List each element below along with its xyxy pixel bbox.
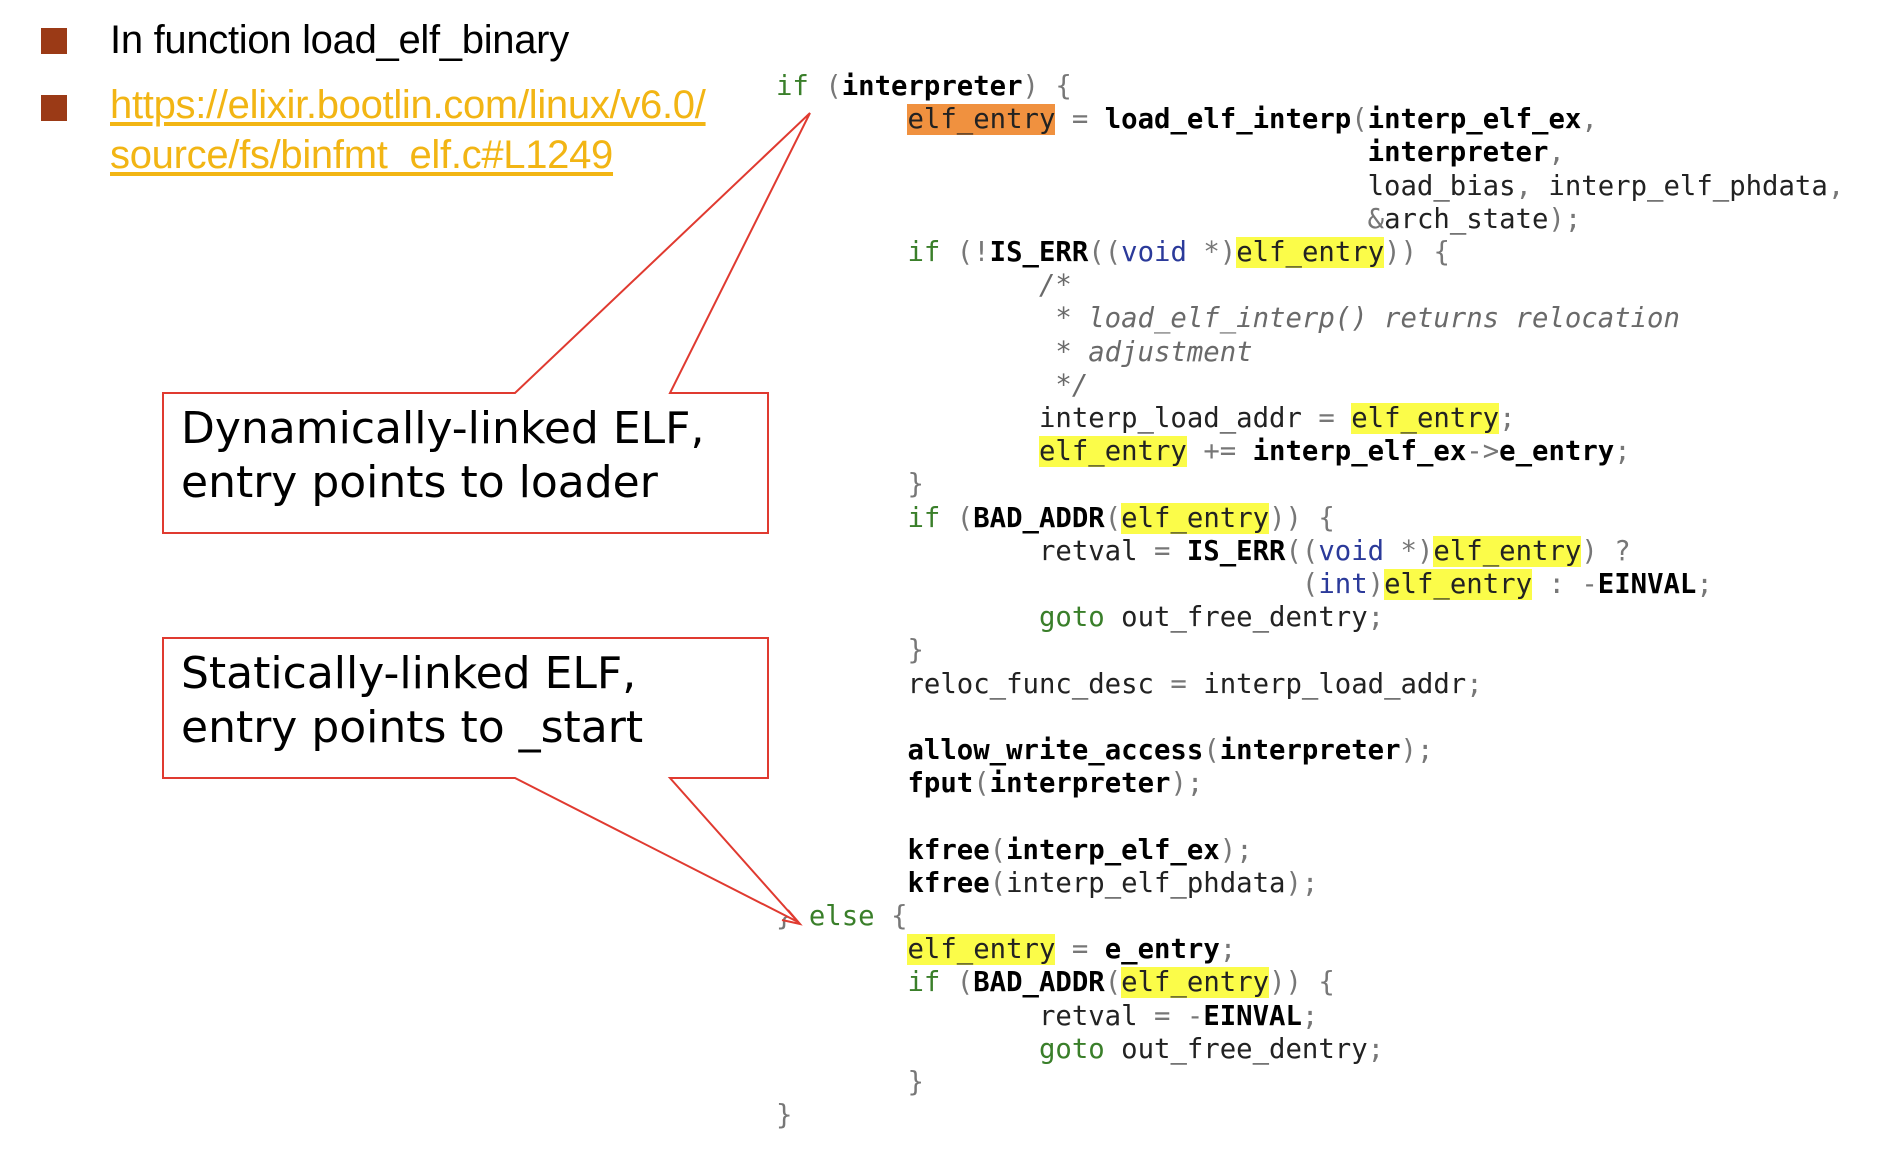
source-link[interactable]: https://elixir.bootlin.com/linux/v6.0/ s… bbox=[110, 80, 706, 180]
callout-dynamic-line1: Dynamically-linked ELF, bbox=[181, 403, 705, 454]
callout-static-shape bbox=[162, 637, 799, 923]
arrow-tip bbox=[781, 909, 803, 926]
source-link-line2: source/fs/binfmt_elf.c#L1249 bbox=[110, 133, 614, 177]
code-comment: * adjustment bbox=[776, 336, 1253, 368]
code-comment: */ bbox=[776, 369, 1089, 401]
callout-dynamic: Dynamically-linked ELF, entry points to … bbox=[181, 402, 704, 510]
bullet-square bbox=[41, 95, 67, 121]
callout-dynamic-line2: entry points to loader bbox=[181, 457, 658, 508]
callout-static: Statically-linked ELF, entry points to _… bbox=[181, 647, 643, 755]
callout-static-line2: entry points to _start bbox=[181, 702, 644, 753]
code-comment: /* bbox=[776, 270, 1072, 302]
code-comment: * load_elf_interp() returns relocation bbox=[776, 303, 1680, 335]
function-note: In function load_elf_binary bbox=[110, 18, 569, 62]
code-listing: if (interpreter) { elf_entry = load_elf_… bbox=[776, 71, 1845, 1132]
source-link-line1: https://elixir.bootlin.com/linux/v6.0/ bbox=[110, 83, 706, 127]
callout-dynamic-shape bbox=[162, 112, 811, 534]
bullet-square bbox=[41, 28, 67, 54]
callout-static-line1: Statically-linked ELF, bbox=[181, 648, 637, 699]
